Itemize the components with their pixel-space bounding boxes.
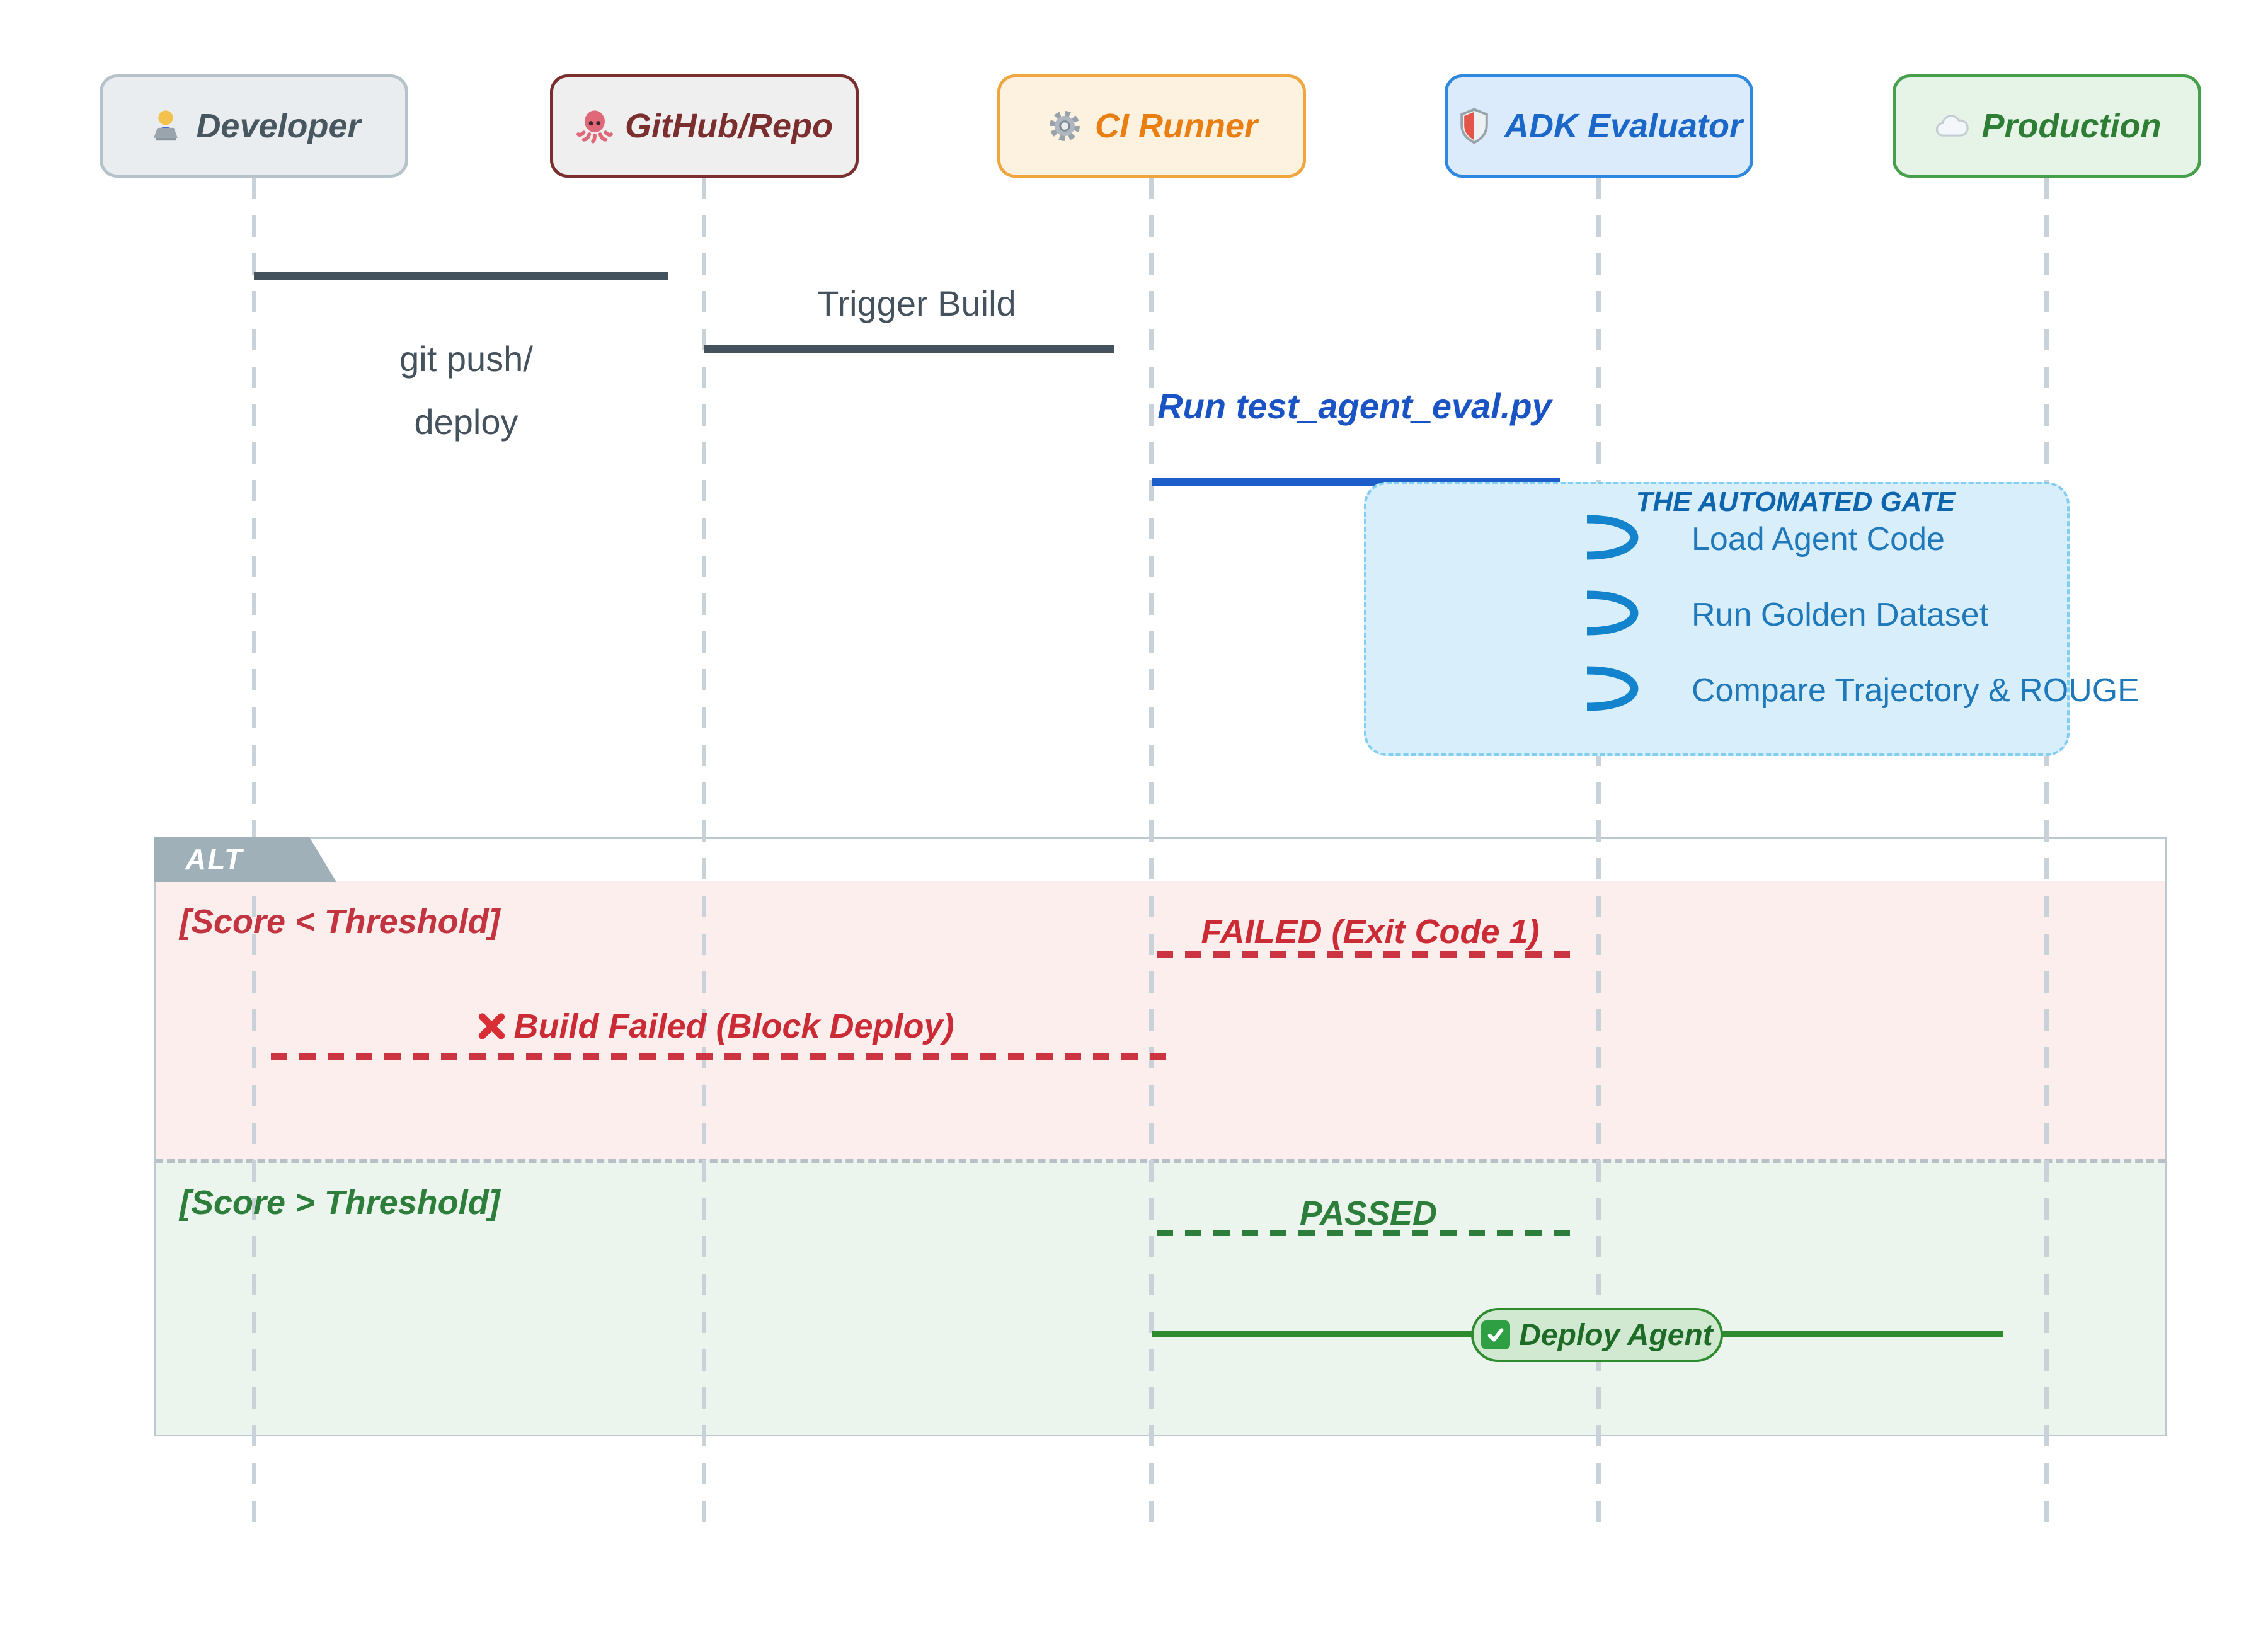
actor-ci: CI Runner	[997, 74, 1306, 178]
shield-icon	[1455, 107, 1493, 145]
gear-icon	[1046, 107, 1084, 145]
check-mark-icon	[1481, 1320, 1511, 1349]
build-failed-dashed-line	[271, 1053, 1173, 1060]
self-loop-icon	[1586, 666, 1639, 711]
note-item: Load Agent Code	[1692, 521, 1945, 558]
alt-frame	[154, 837, 2167, 1436]
git-push-label: git push/ deploy	[399, 328, 533, 454]
lifeline-production	[2044, 178, 2049, 1525]
alt-pass-section	[156, 1159, 2165, 1435]
note-item: Run Golden Dataset	[1692, 597, 1989, 633]
note-item: Compare Trajectory & ROUGE	[1692, 672, 2139, 709]
actor-label: ADK Evaluator	[1504, 107, 1743, 145]
developer-icon	[147, 107, 185, 145]
actor-adk: ADK Evaluator	[1445, 74, 1753, 178]
alt-label-tab: ALT	[154, 837, 336, 882]
failed-label: FAILED (Exit Code 1)	[1201, 913, 1540, 951]
lifeline-ci	[1149, 178, 1154, 1525]
failed-dashed-line	[1157, 951, 1582, 958]
passed-label: PASSED	[1299, 1194, 1438, 1232]
pass-condition: [Score > Threshold]	[180, 1184, 500, 1222]
actor-production: Production	[1893, 74, 2201, 178]
actor-developer: Developer	[100, 74, 408, 178]
self-loop-icon	[1586, 590, 1639, 636]
run-eval-label: Run test_agent_eval.py	[1157, 386, 1552, 426]
actor-label: CI Runner	[1094, 107, 1257, 145]
build-failed-label: Build Failed (Block Deploy)	[513, 1007, 954, 1045]
trigger-build-label: Trigger Build	[817, 284, 1016, 323]
actor-label: Developer	[196, 107, 361, 145]
octopus-icon	[576, 107, 614, 145]
git-push-line	[254, 272, 668, 280]
actor-label: GitHub/Repo	[625, 107, 833, 145]
lifeline-github	[702, 178, 706, 1525]
self-loop-icon	[1586, 515, 1639, 560]
deploy-agent-label: Deploy Agent	[1519, 1318, 1713, 1352]
passed-dashed-line	[1157, 1230, 1582, 1236]
alt-label: ALT	[185, 843, 244, 876]
lifeline-adk	[1596, 178, 1601, 1525]
cross-mark-icon	[476, 1011, 507, 1042]
actor-label: Production	[1981, 107, 2162, 145]
actor-github: GitHub/Repo	[550, 74, 859, 178]
trigger-build-line	[704, 345, 1114, 353]
note-title: THE AUTOMATED GATE	[1635, 486, 1956, 517]
fail-condition: [Score < Threshold]	[180, 903, 500, 941]
build-failed-label-group: Build Failed (Block Deploy)	[476, 1007, 954, 1046]
deploy-agent-badge: Deploy Agent	[1471, 1308, 1723, 1362]
git-push-label-line1: git push/	[399, 339, 533, 379]
git-push-label-line2: deploy	[414, 402, 518, 442]
automated-gate-note	[1364, 482, 2070, 756]
cloud-icon	[1933, 107, 1971, 145]
alt-fail-section	[156, 881, 2165, 1159]
